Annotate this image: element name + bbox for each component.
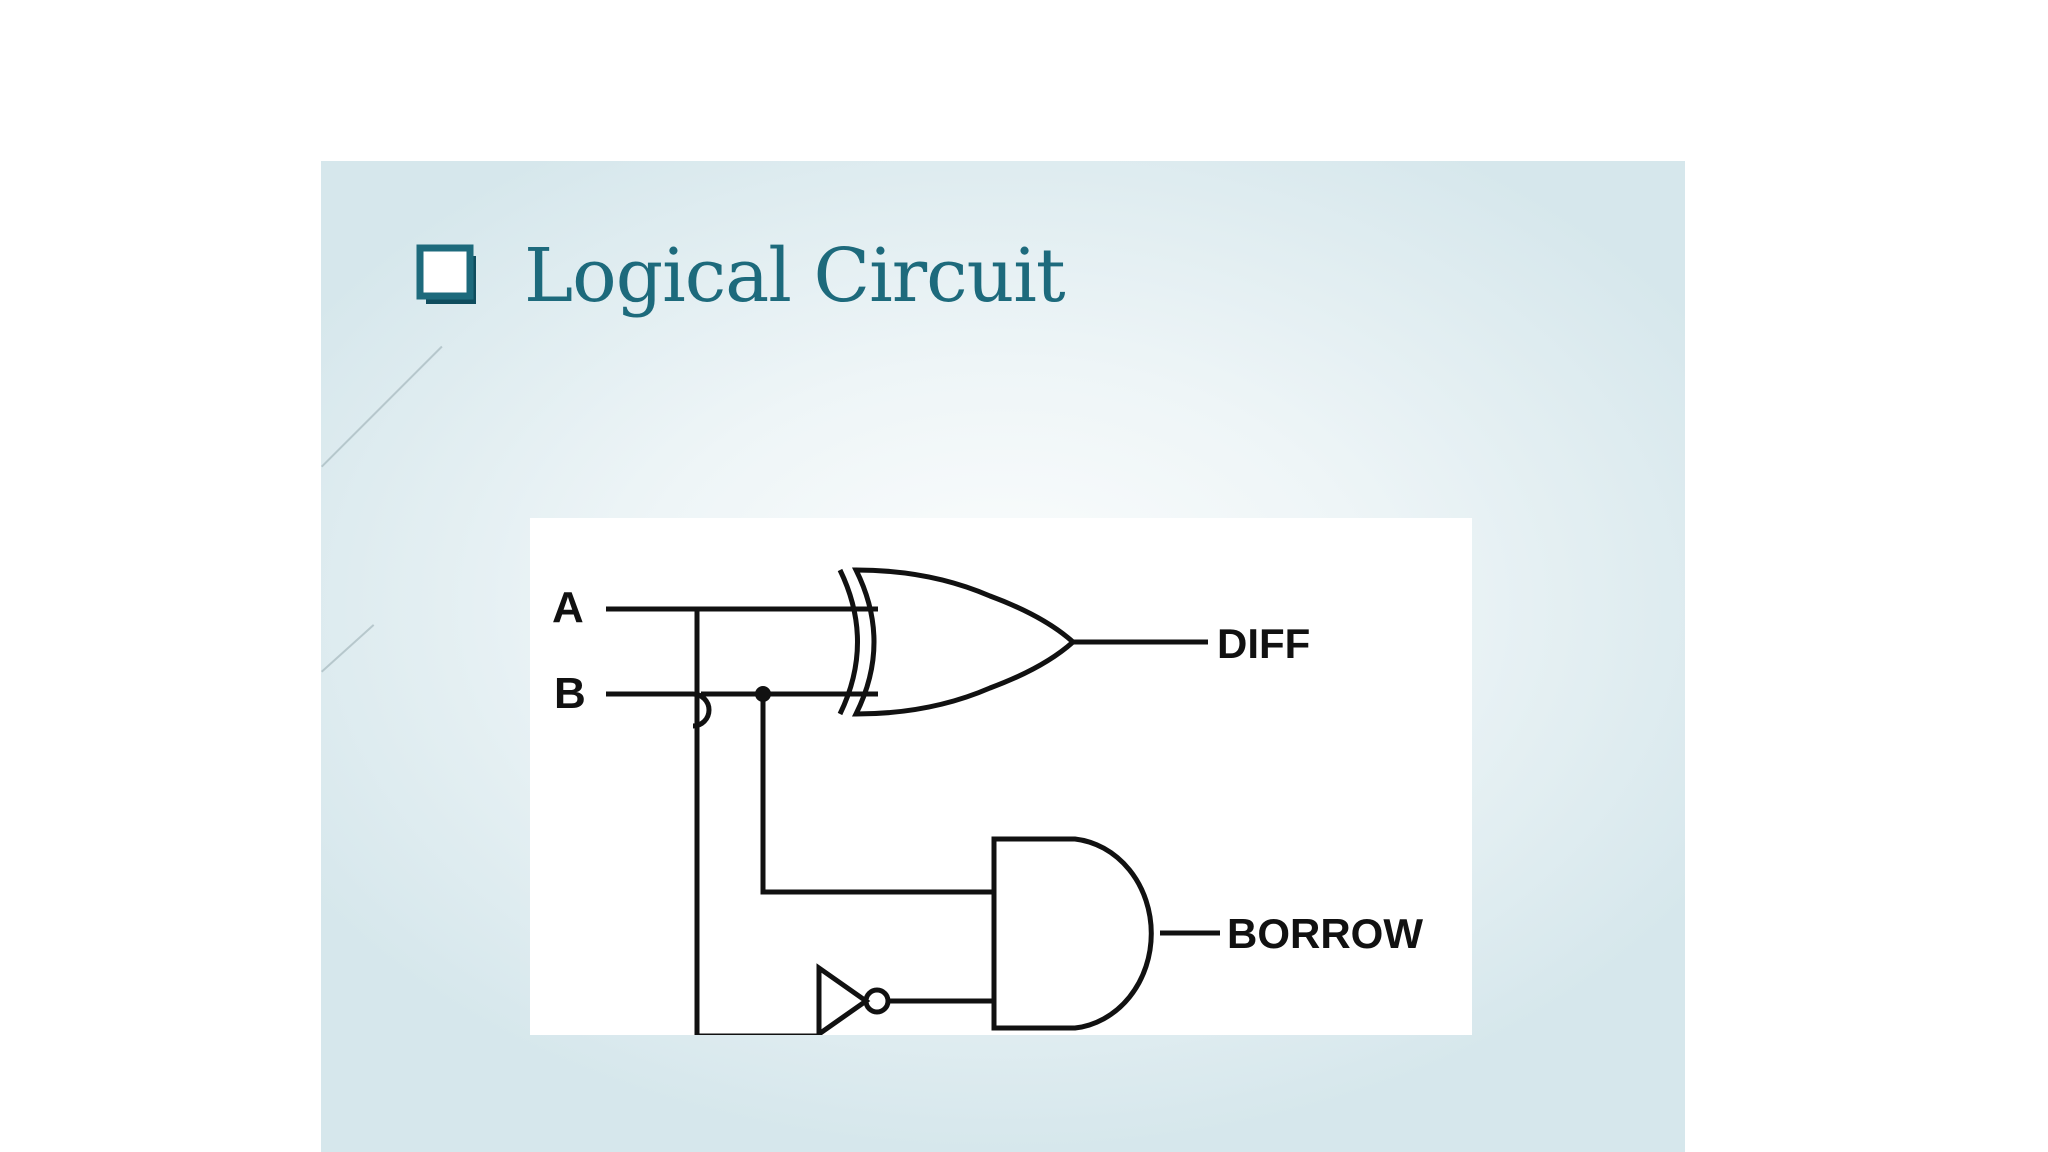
xor-gate	[837, 568, 860, 716]
wire-b	[606, 691, 712, 729]
wire-b-branch	[760, 694, 994, 895]
output-label-borrow: BORROW	[1227, 910, 1423, 957]
checkbox-bullet-icon	[416, 244, 480, 308]
input-label-a: A	[552, 583, 584, 632]
and-gate	[991, 836, 1154, 1031]
decorative-line	[321, 624, 375, 673]
slide: Logical Circuit	[321, 161, 1685, 1152]
title-row: Logical Circuit	[416, 221, 1066, 331]
output-label-diff: DIFF	[1217, 620, 1310, 667]
page-title: Logical Circuit	[524, 233, 1066, 319]
input-label-b: B	[554, 669, 586, 718]
xor-gate-body	[851, 567, 1077, 717]
junction-dot	[755, 686, 771, 702]
decorative-line	[321, 345, 443, 468]
circuit-svg: A B DIFF BORROW	[552, 567, 1423, 1035]
not-gate	[816, 963, 871, 1035]
circuit-diagram: A B DIFF BORROW	[530, 518, 1472, 1035]
